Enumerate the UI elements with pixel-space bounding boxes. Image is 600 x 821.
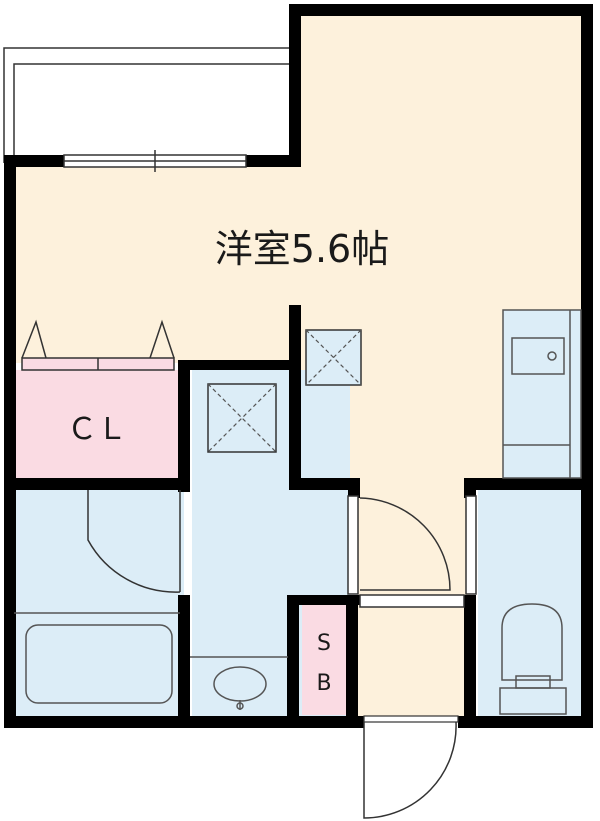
kitchen-unit [502,309,582,479]
closet-doors [21,319,175,371]
bathtub-icon [25,624,173,704]
shoe-box-label-top: S [317,631,331,656]
shoe-box-fill [302,605,347,715]
washroom-sliding-door [347,495,359,595]
bathtub [14,612,180,704]
washbasin [190,656,288,710]
toilet-fill [478,490,585,716]
toilet-sliding-door [465,495,477,595]
vent-icon [305,329,362,386]
walls [4,4,593,728]
room-door [359,497,451,591]
balcony [3,47,290,163]
shoe-box-label-bottom: B [316,671,331,696]
western-room-label: 洋室5.6帖 [215,227,389,271]
closet-label: ＣＬ [67,412,127,447]
toilet [499,603,567,715]
toilet-icon [501,603,563,681]
vent-icon-washroom [207,383,277,453]
balcony-window [63,150,247,172]
western-room-fill-left [12,163,302,363]
sink-icon [511,337,565,375]
doors [87,490,477,819]
bathroom-fill [14,490,184,716]
bathroom-door [87,490,181,593]
front-door [363,716,457,819]
closet-fill [14,370,180,478]
